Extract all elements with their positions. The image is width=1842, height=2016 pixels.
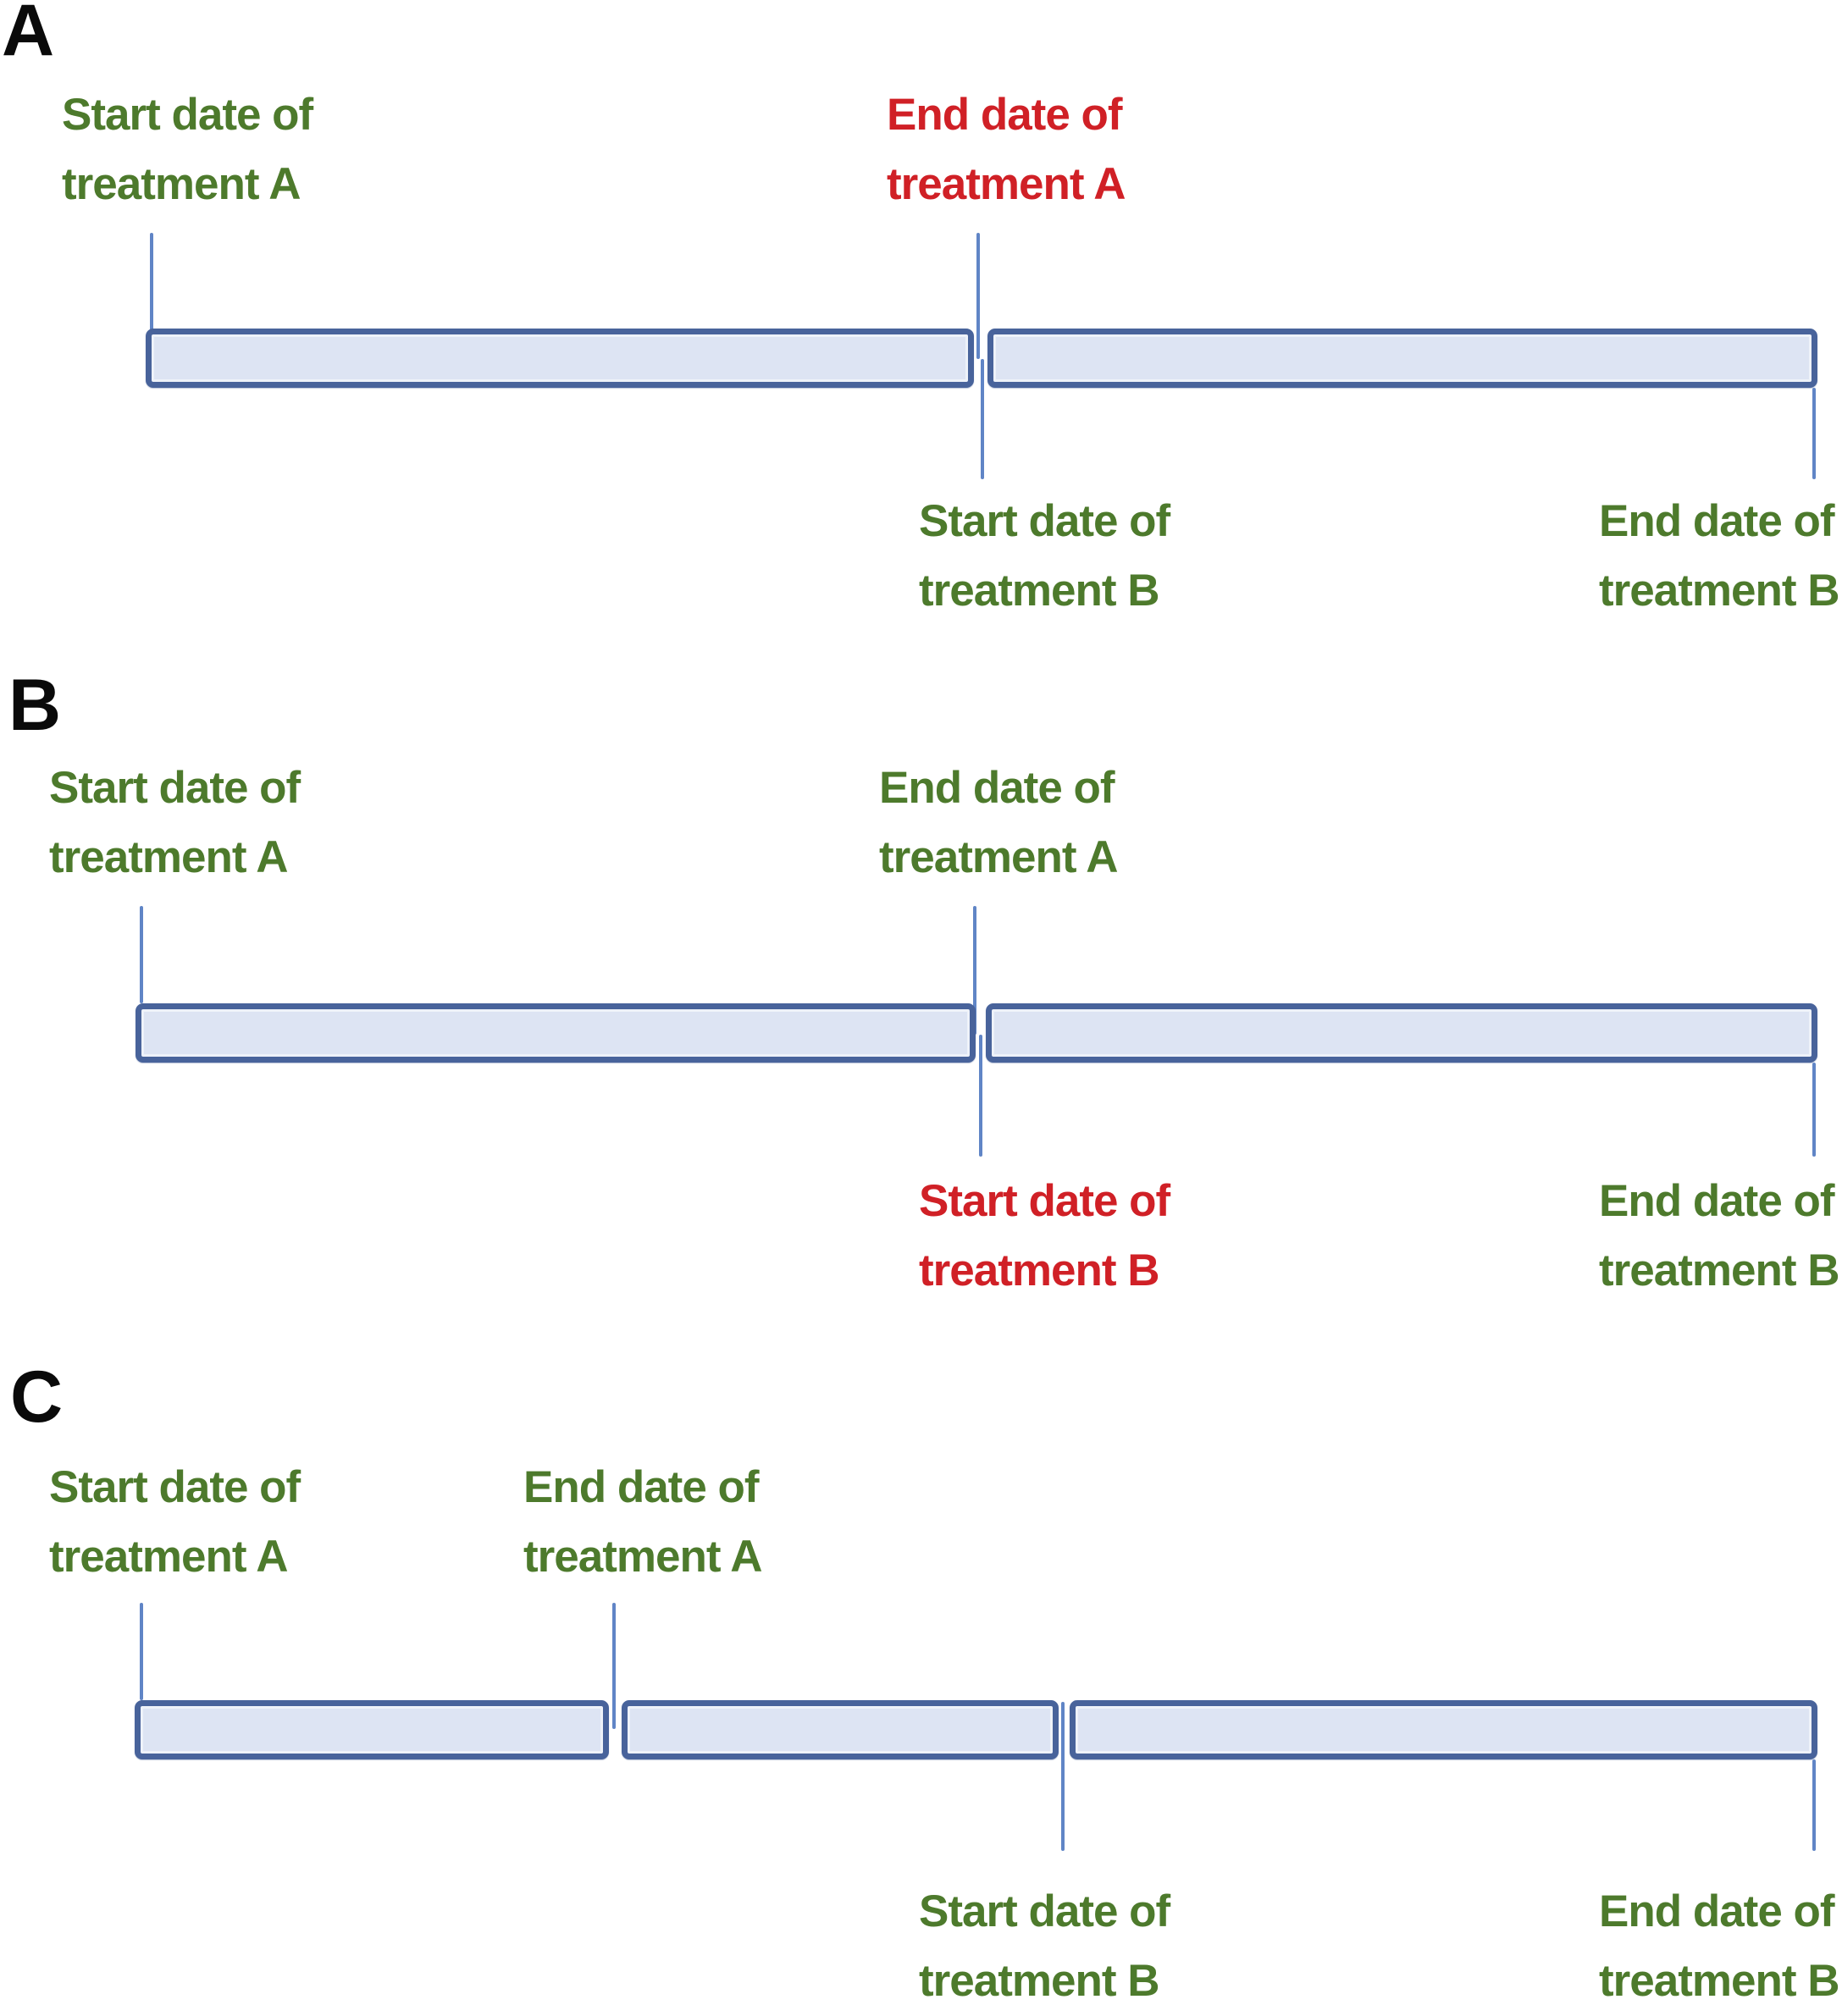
panel-b-start-treatment-a-label: Start date of treatment A — [49, 754, 301, 892]
label-line: Start date of — [919, 496, 1170, 546]
panel-a-letter: A — [2, 0, 55, 71]
label-line: treatment B — [919, 566, 1160, 616]
label-line: End date of — [1599, 496, 1835, 546]
panel-b-start-b-tick — [979, 1035, 982, 1157]
label-line: treatment A — [523, 1532, 763, 1582]
panel-c-end-treatment-a-label: End date of treatment A — [523, 1453, 763, 1592]
label-line: Start date of — [49, 763, 301, 813]
label-line: End date of — [1599, 1176, 1835, 1226]
label-line: treatment A — [879, 832, 1119, 882]
panel-b-end-treatment-a-label: End date of treatment A — [879, 754, 1119, 892]
label-line: Start date of — [62, 90, 313, 140]
label-line: End date of — [887, 90, 1123, 140]
panel-c-treatment-a-bar — [135, 1700, 609, 1759]
panel-b-treatment-b-bar — [986, 1003, 1817, 1063]
label-line: treatment B — [1599, 566, 1840, 616]
panel-a-start-a-tick — [150, 233, 153, 330]
panel-c-start-b-tick — [1061, 1702, 1065, 1851]
panel-b-end-b-tick — [1812, 1063, 1816, 1157]
panel-c-end-a-tick — [612, 1603, 616, 1729]
panel-a-end-treatment-b-label: End date of treatment B — [1599, 487, 1840, 626]
label-line: End date of — [523, 1462, 760, 1512]
label-line: End date of — [879, 763, 1115, 813]
panel-c-end-treatment-b-label: End date of treatment B — [1599, 1877, 1840, 2016]
panel-c-start-treatment-a-label: Start date of treatment A — [49, 1453, 301, 1592]
panel-a-end-treatment-a-label: End date of treatment A — [887, 80, 1126, 219]
panel-c-start-treatment-b-label: Start date of treatment B — [919, 1877, 1170, 2016]
label-line: treatment B — [919, 1246, 1160, 1295]
panel-a-start-b-tick — [981, 359, 984, 479]
panel-a-end-a-tick — [976, 233, 980, 359]
panel-b-end-treatment-b-label: End date of treatment B — [1599, 1167, 1840, 1306]
label-line: treatment B — [1599, 1246, 1840, 1295]
panel-b-start-treatment-b-label: Start date of treatment B — [919, 1167, 1170, 1306]
label-line: treatment A — [49, 1532, 289, 1582]
label-line: treatment A — [62, 159, 301, 209]
label-line: Start date of — [49, 1462, 301, 1512]
panel-c-start-a-tick — [140, 1603, 143, 1700]
panel-c-letter: C — [10, 1356, 64, 1438]
label-line: Start date of — [919, 1176, 1170, 1226]
panel-c-treatment-b-bar — [1070, 1700, 1817, 1759]
panel-b-end-a-tick — [973, 906, 976, 1035]
label-line: End date of — [1599, 1886, 1835, 1936]
panel-a-treatment-b-bar — [987, 329, 1817, 388]
panel-a-end-b-tick — [1812, 388, 1816, 479]
panel-b-treatment-a-bar — [136, 1003, 976, 1063]
panel-c-gap-period-bar — [622, 1700, 1059, 1759]
panel-c-end-b-tick — [1812, 1759, 1816, 1851]
label-line: treatment A — [49, 832, 289, 882]
panel-b-letter: B — [8, 665, 62, 746]
panel-a-start-treatment-a-label: Start date of treatment A — [62, 80, 313, 219]
label-line: Start date of — [919, 1886, 1170, 1936]
panel-a-treatment-a-bar — [146, 329, 974, 388]
panel-b-start-a-tick — [140, 906, 143, 1003]
panel-a-start-treatment-b-label: Start date of treatment B — [919, 487, 1170, 626]
label-line: treatment A — [887, 159, 1126, 209]
label-line: treatment B — [1599, 1956, 1840, 2006]
label-line: treatment B — [919, 1956, 1160, 2006]
